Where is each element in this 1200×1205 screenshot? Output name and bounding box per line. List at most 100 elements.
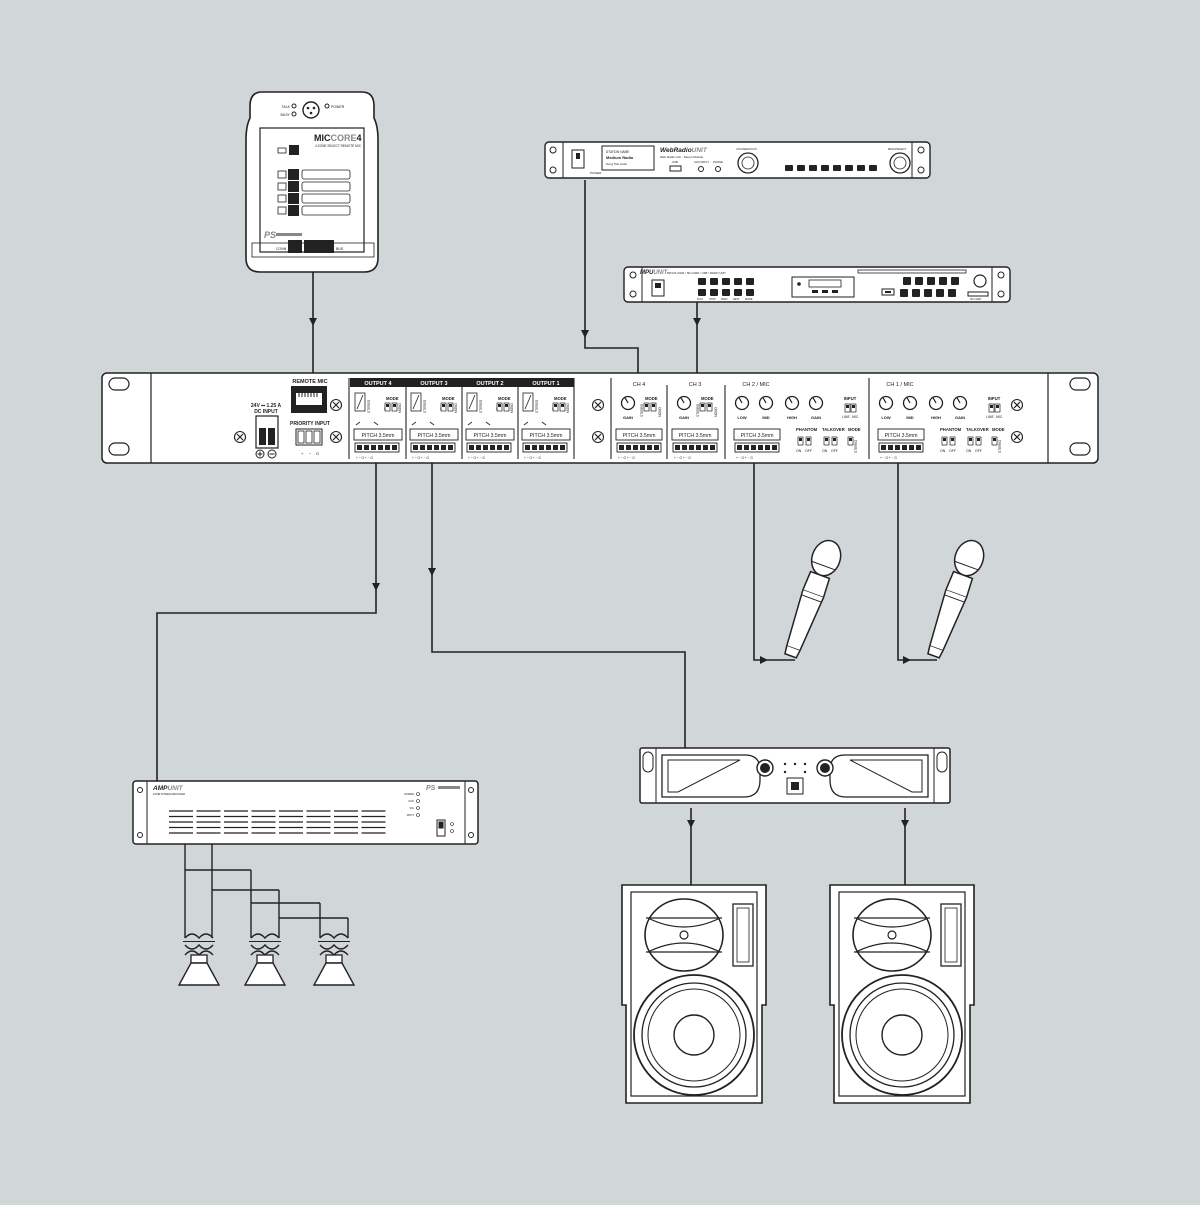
terminal-block [734, 442, 780, 453]
mp3-preset[interactable] [936, 289, 944, 297]
remote-mic-brand: MICCORE4 [314, 133, 362, 143]
terminal-marks: + − G + − G [356, 456, 373, 460]
mp3-button[interactable] [698, 278, 706, 285]
terminal-block [354, 442, 400, 453]
mp3-preset[interactable] [951, 277, 959, 285]
preset-button[interactable] [845, 165, 853, 171]
mp3-button[interactable] [734, 289, 742, 296]
mp3-button[interactable] [722, 289, 730, 296]
eq-label: GAIN [811, 415, 821, 420]
web-radio-unit: POWER STATION NAME Medium Radio Song Tit… [544, 141, 931, 179]
mode-option: STEREO [640, 403, 644, 417]
web-radio-display [601, 145, 655, 171]
mp3-volume-knob[interactable] [973, 274, 987, 288]
speaker-right [829, 884, 975, 1104]
eq-label: MID [906, 415, 913, 420]
svg-text:G: G [316, 451, 319, 456]
input-option: MIC [996, 415, 1003, 419]
ceiling-speaker-icon [312, 933, 356, 986]
zone-amp-brand: AMPUNIT [152, 785, 184, 792]
svg-text:−: − [309, 451, 312, 456]
switch-state: ON [796, 449, 802, 453]
zone-amplifier: AMPUNIT ZONE POWER AMPLIFIER PS POWER CL… [132, 780, 479, 845]
mode-option: STEREO [423, 399, 427, 413]
mp3-preset[interactable] [915, 277, 923, 285]
talk-button[interactable] [289, 145, 299, 155]
remote-mic-led-busy: BUSY [280, 113, 290, 117]
web-radio-preset-buttons [785, 165, 877, 171]
zone-button-2[interactable] [288, 181, 299, 192]
preset-button[interactable] [833, 165, 841, 171]
switch-state: ON [822, 449, 828, 453]
mode-label: MODE [554, 396, 567, 401]
display-line-3: Song Title Artist [606, 162, 627, 166]
mp3-preset[interactable] [924, 289, 932, 297]
talkover-label: TALKOVER [966, 427, 989, 432]
cable-output4-to-zone-amp [156, 462, 377, 786]
input-option: LINE [842, 415, 850, 419]
pitch-label: PITCH 3.5mm [474, 433, 507, 439]
microphone-2 [784, 539, 842, 659]
mp3-preset[interactable] [948, 289, 956, 297]
mp3-button[interactable] [710, 278, 718, 285]
mp3-preset-buttons [900, 277, 959, 297]
mp3-player-unit: MPUUNIT MP3 PLAYER / SD CARD / USB / RAD… [623, 266, 1011, 303]
display-line-2: Medium Radio [606, 155, 634, 160]
terminal-marks: + − G + − G [412, 456, 429, 460]
talkover-label: TALKOVER [822, 427, 845, 432]
mp3-button[interactable] [698, 289, 706, 296]
mode-option: L [440, 407, 442, 411]
zone-amp-subtitle: ZONE POWER AMPLIFIER [153, 792, 185, 796]
preset-button[interactable] [809, 165, 817, 171]
mp3-preset[interactable] [912, 289, 920, 297]
mp3-brand: MPUUNIT [640, 270, 669, 276]
zone-button-4[interactable] [288, 205, 299, 216]
phone-jack-icon [715, 166, 721, 172]
zone-button-1[interactable] [288, 169, 299, 180]
mode-option: MONO [398, 403, 402, 413]
usb-port-icon [669, 165, 682, 172]
preset-button[interactable] [857, 165, 865, 171]
cable-output3-to-power-amp [431, 462, 686, 748]
mode-label: MODE [992, 427, 1005, 432]
preset-button[interactable] [869, 165, 877, 171]
mp3-preset[interactable] [903, 277, 911, 285]
mode-option: STEREO [696, 403, 700, 417]
mode-label: MODE [645, 396, 658, 401]
mode-option: L [384, 407, 386, 411]
preset-button[interactable] [785, 165, 793, 171]
output-header [406, 378, 462, 387]
mp3-button[interactable] [722, 278, 730, 285]
remote-mic-logo: PS [264, 230, 276, 240]
input-option: LINE [986, 415, 994, 419]
web-radio-power-label: POWER [590, 171, 602, 175]
output-label: OUTPUT 4 [364, 381, 392, 387]
terminal-block [616, 442, 662, 453]
mp3-button[interactable] [746, 289, 754, 296]
mp3-preset[interactable] [900, 289, 908, 297]
eq-label: LOW [881, 415, 891, 420]
display-line-1: STATION NAME [606, 150, 629, 154]
sd-card-slot [967, 291, 989, 297]
mp3-preset[interactable] [927, 277, 935, 285]
mp3-preset[interactable] [939, 277, 947, 285]
switch-state: ON [966, 449, 972, 453]
zone-button-3[interactable] [288, 193, 299, 204]
mp3-button[interactable] [734, 278, 742, 285]
mode-label: MODE [442, 396, 455, 401]
mp3-button[interactable] [746, 278, 754, 285]
mp3-transport-buttons [698, 278, 754, 296]
mode-label: MODE [848, 427, 861, 432]
usb-label: USB [672, 160, 678, 164]
terminal-marks: + − G + − G [618, 456, 635, 460]
preset-button[interactable] [821, 165, 829, 171]
preset-button[interactable] [797, 165, 805, 171]
eq-label: MID [762, 415, 769, 420]
ceiling-speaker-wiring [184, 844, 349, 938]
mode-option: MONO [566, 403, 570, 413]
mode-option: STEREO [854, 439, 858, 453]
mp3-button[interactable] [710, 289, 718, 296]
output-label: OUTPUT 3 [420, 381, 447, 387]
